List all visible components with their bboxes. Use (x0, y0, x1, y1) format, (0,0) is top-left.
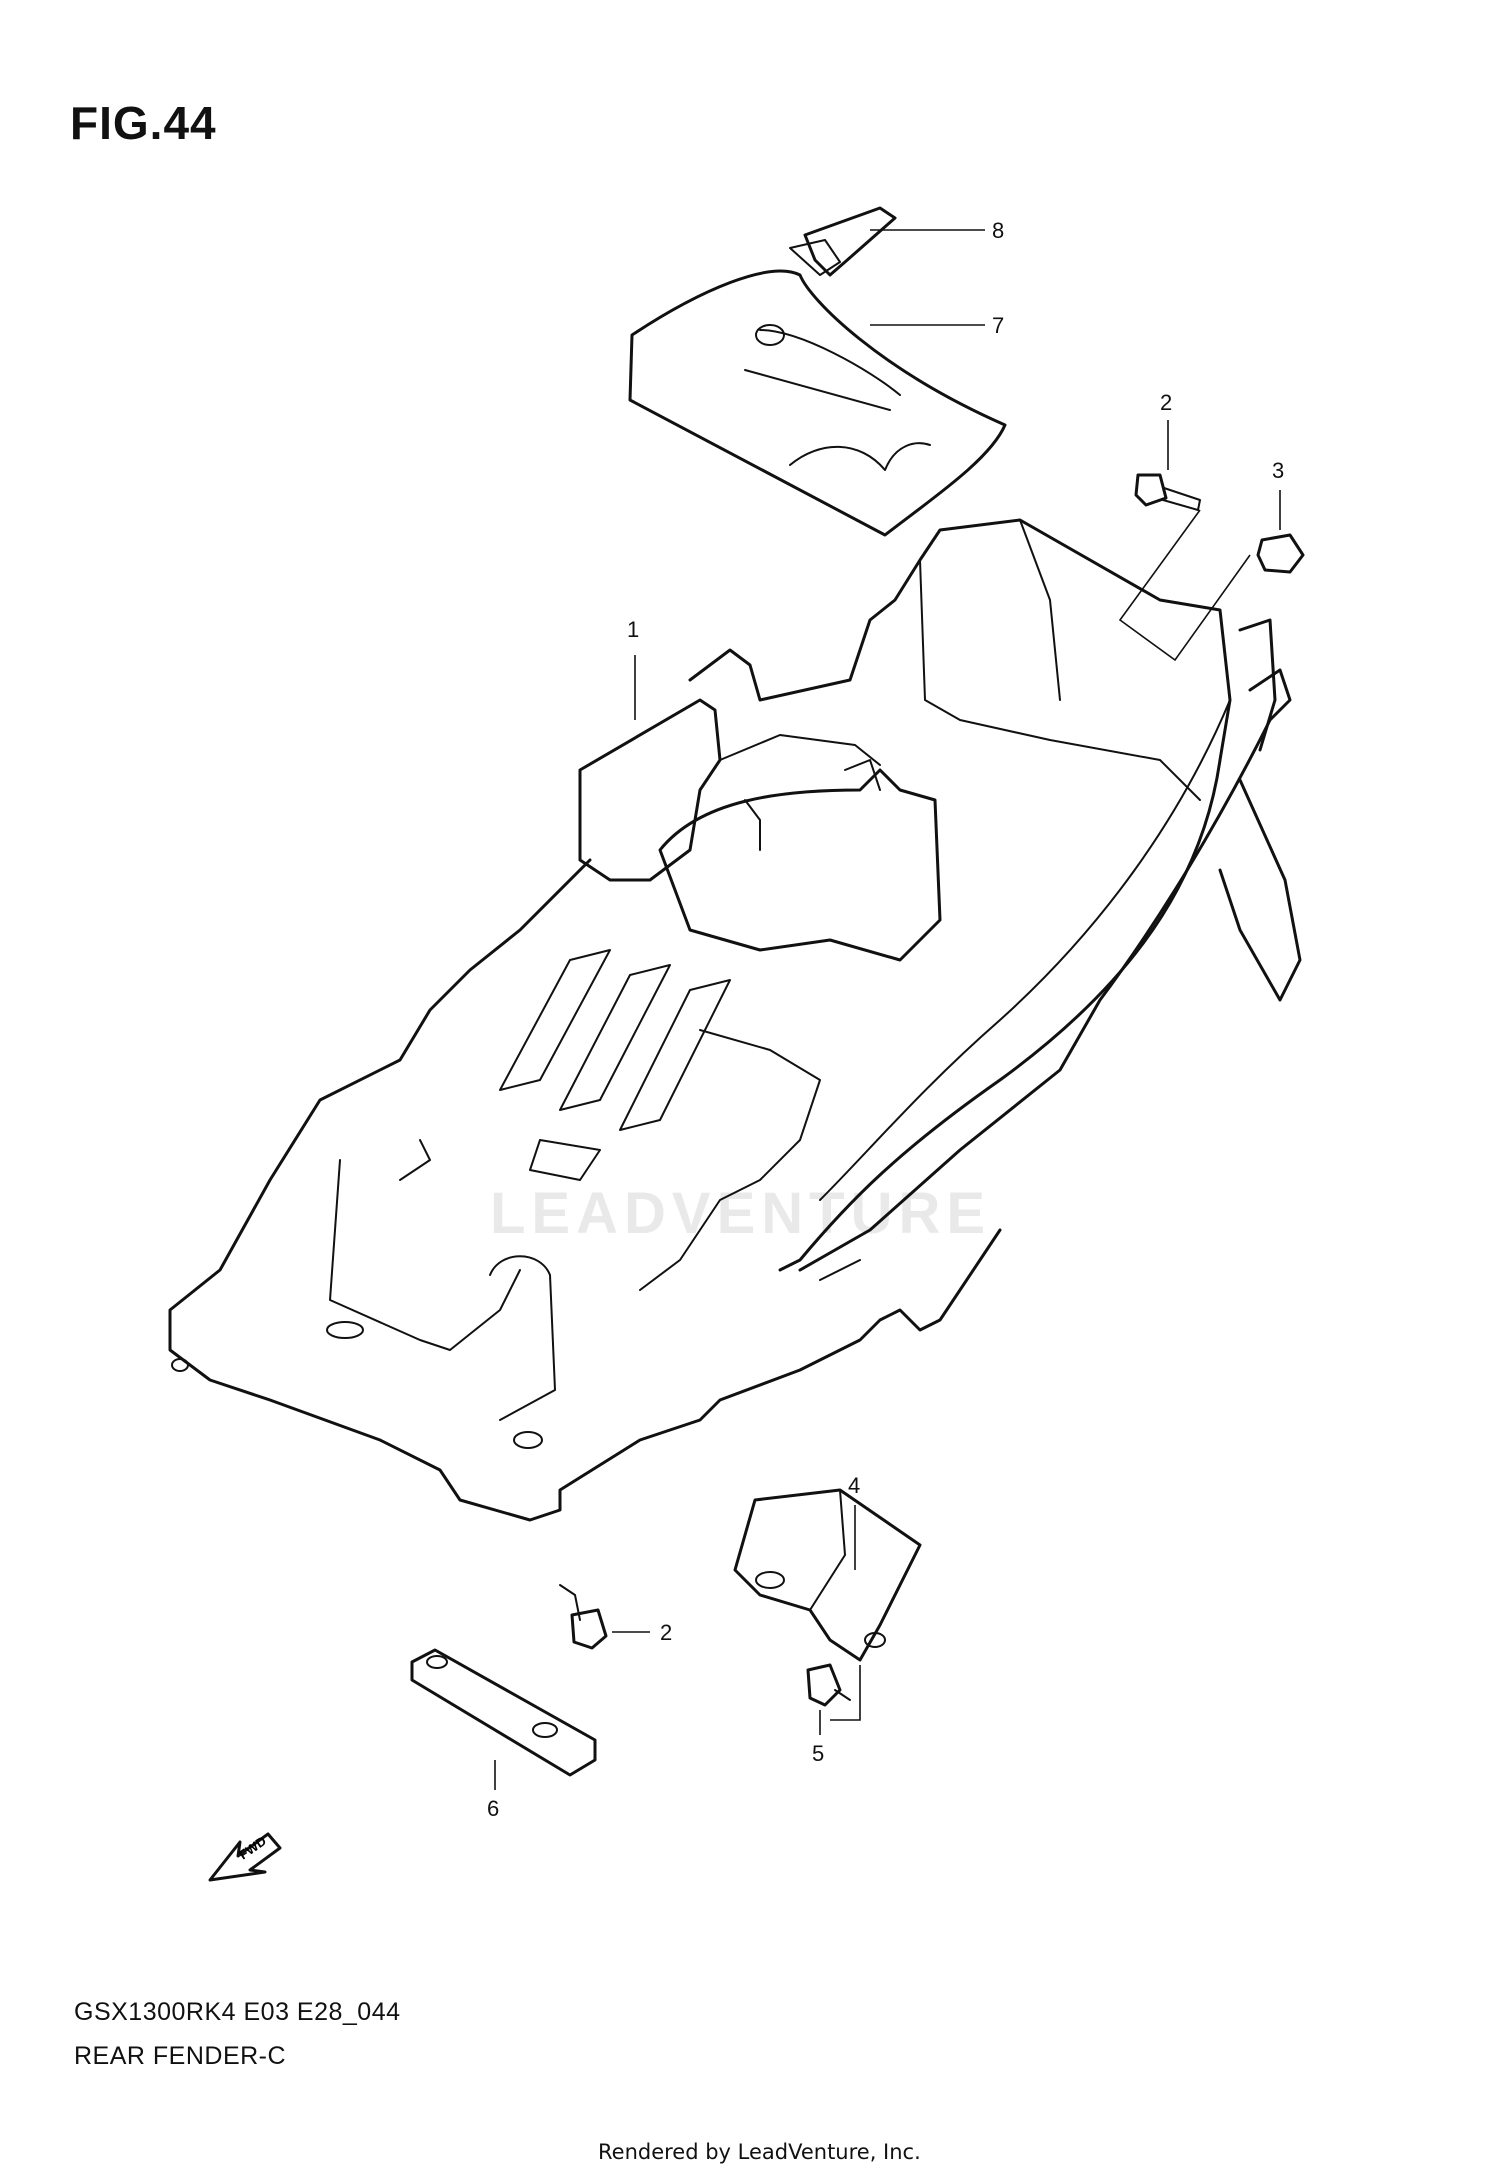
callout-4: 4 (848, 1473, 860, 1498)
part-2-bolt-top[interactable] (1134, 473, 1201, 511)
part-1-rear-fender[interactable] (168, 518, 1302, 1522)
callout-7: 7 (992, 313, 1004, 338)
footer-model-code: GSX1300RK4 E03 E28_044 (74, 1998, 401, 2026)
callout-3: 3 (1272, 458, 1284, 483)
part-3-nut[interactable] (1256, 533, 1305, 574)
part-2-screw-bottom[interactable] (559, 1584, 608, 1650)
callout-6: 6 (487, 1796, 499, 1821)
footer-assembly-name: REAR FENDER-C (74, 2042, 287, 2070)
callout-2-bottom: 2 (660, 1620, 672, 1645)
figure-title: FIG.44 (70, 97, 217, 149)
rendered-by-credit: Rendered by LeadVenture, Inc. (598, 2140, 921, 2164)
leader-lines (494, 229, 1281, 1790)
callout-8: 8 (992, 218, 1004, 243)
part-4-bracket[interactable] (733, 1488, 922, 1662)
part-8-strap[interactable] (789, 206, 897, 277)
part-5-screw[interactable] (806, 1663, 851, 1707)
part-6-plate[interactable] (410, 1648, 597, 1777)
callout-1: 1 (627, 617, 639, 642)
part-7-cover[interactable] (628, 269, 1007, 537)
fwd-arrow: FWD (208, 1832, 282, 1882)
callout-2-top: 2 (1160, 390, 1172, 415)
callout-5: 5 (812, 1741, 824, 1766)
